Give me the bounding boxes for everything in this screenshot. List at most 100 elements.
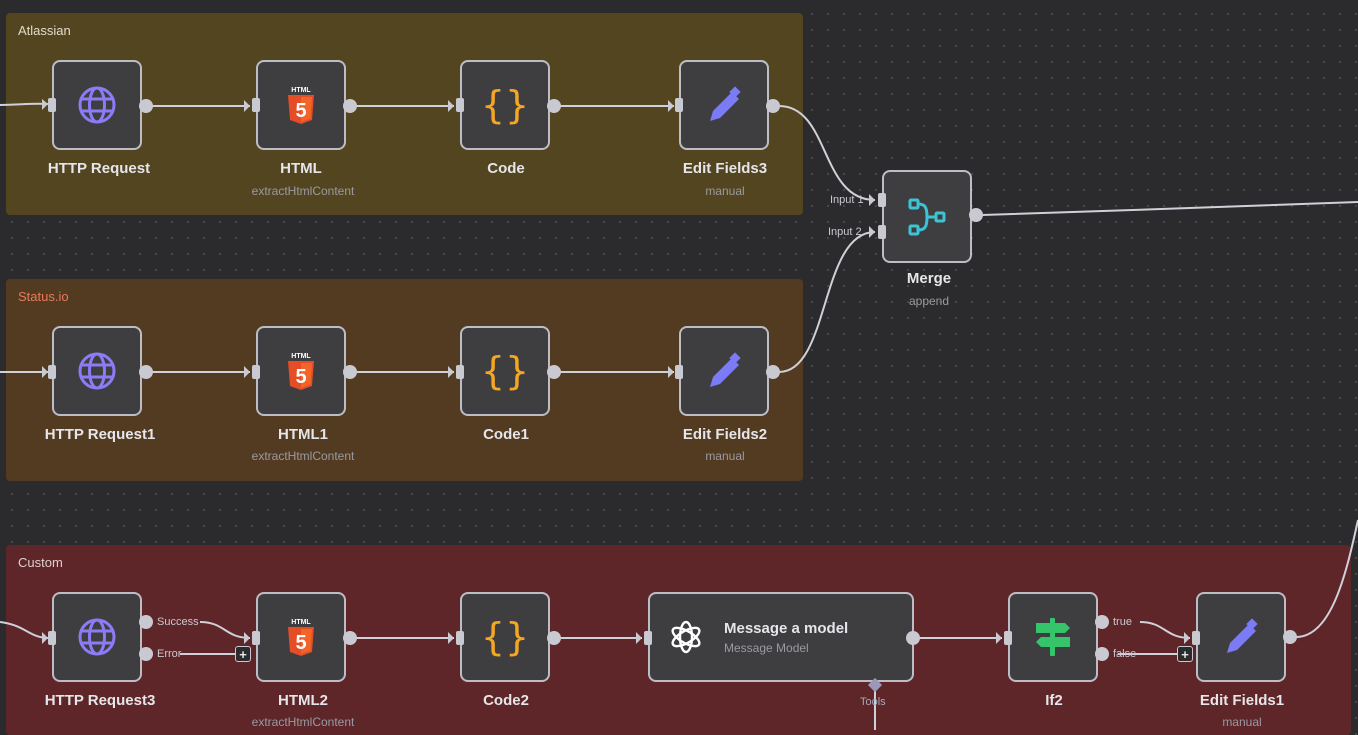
input-port[interactable] <box>1192 631 1200 645</box>
node-label: HTML1 <box>278 426 328 443</box>
input-port[interactable] <box>48 98 56 112</box>
port-label-input-2: Input 2 <box>828 226 862 238</box>
output-port[interactable] <box>343 631 357 645</box>
node-label: HTTP Request3 <box>44 692 156 709</box>
svg-text:HTML: HTML <box>291 353 311 360</box>
node-sublabel: append <box>908 294 950 308</box>
node-label: If2 <box>1045 692 1063 709</box>
node-code2[interactable]: {} <box>460 592 550 682</box>
node-sublabel: extractHtmlContent <box>251 715 355 729</box>
node-label: Edit Fields3 <box>682 160 768 177</box>
input-port[interactable] <box>456 365 464 379</box>
port-label-true: true <box>1113 616 1132 628</box>
output-port[interactable] <box>766 365 780 379</box>
html5-icon: HTML 5 <box>288 619 314 656</box>
node-http-request[interactable] <box>52 60 142 150</box>
pencil-icon <box>710 86 741 121</box>
output-port-success[interactable] <box>139 615 153 629</box>
node-label: HTML <box>280 160 322 177</box>
arrow <box>869 226 875 238</box>
code-braces-icon: {} <box>480 349 530 393</box>
output-port-false[interactable] <box>1095 647 1109 661</box>
add-node-button[interactable]: + <box>235 646 251 662</box>
port-label-false: false <box>1113 648 1137 660</box>
node-merge[interactable] <box>882 170 972 263</box>
output-port[interactable] <box>547 631 561 645</box>
node-label: Code <box>487 160 525 177</box>
output-port[interactable] <box>906 631 920 645</box>
output-port[interactable] <box>1283 630 1297 644</box>
output-port[interactable] <box>139 365 153 379</box>
output-port-error[interactable] <box>139 647 153 661</box>
input-port[interactable] <box>675 98 683 112</box>
node-html2[interactable]: HTML 5 <box>256 592 346 682</box>
output-port[interactable] <box>343 99 357 113</box>
node-label: Code1 <box>483 426 529 443</box>
input-port[interactable] <box>252 365 260 379</box>
node-sublabel: extractHtmlContent <box>251 449 355 463</box>
node-if2[interactable] <box>1008 592 1098 682</box>
globe-icon <box>78 352 116 390</box>
node-subtitle: Message Model <box>724 640 809 655</box>
add-node-button[interactable]: + <box>1177 646 1193 662</box>
input-port-2[interactable] <box>878 225 886 239</box>
output-port[interactable] <box>766 99 780 113</box>
node-message-model[interactable]: Message a model Message Model <box>648 592 914 682</box>
svg-text:HTML: HTML <box>291 619 311 626</box>
connection <box>981 201 1358 216</box>
code-braces-icon: {} <box>480 83 530 127</box>
signpost-icon <box>1036 618 1070 656</box>
node-code[interactable]: {} <box>460 60 550 150</box>
node-edit-fields2[interactable] <box>679 326 769 416</box>
merge-icon <box>908 198 946 235</box>
group-title: Atlassian <box>18 23 71 38</box>
node-label: HTML2 <box>278 692 328 709</box>
node-http-request1[interactable] <box>52 326 142 416</box>
input-port[interactable] <box>1004 631 1012 645</box>
group-title: Status.io <box>18 289 69 304</box>
node-label: HTTP Request <box>47 160 151 177</box>
globe-icon <box>78 618 116 656</box>
node-edit-fields1[interactable] <box>1196 592 1286 682</box>
input-port[interactable] <box>252 631 260 645</box>
output-port[interactable] <box>547 365 561 379</box>
input-port[interactable] <box>456 98 464 112</box>
output-port[interactable] <box>969 208 983 222</box>
node-edit-fields3[interactable] <box>679 60 769 150</box>
group-title: Custom <box>18 555 63 570</box>
pencil-icon <box>1227 618 1258 653</box>
output-port[interactable] <box>547 99 561 113</box>
node-sublabel: manual <box>1222 715 1262 729</box>
input-port[interactable] <box>252 98 260 112</box>
arrow <box>869 194 875 206</box>
node-sublabel: manual <box>705 184 745 198</box>
node-http-request3[interactable] <box>52 592 142 682</box>
node-label: Edit Fields1 <box>1199 692 1285 709</box>
node-label: Merge <box>906 270 952 287</box>
input-port[interactable] <box>48 631 56 645</box>
output-port[interactable] <box>139 99 153 113</box>
output-port[interactable] <box>343 365 357 379</box>
input-port[interactable] <box>456 631 464 645</box>
globe-icon <box>78 86 116 124</box>
node-code1[interactable]: {} <box>460 326 550 416</box>
node-sublabel: extractHtmlContent <box>251 184 355 198</box>
input-port[interactable] <box>675 365 683 379</box>
openai-icon <box>671 620 701 654</box>
input-port-1[interactable] <box>878 193 886 207</box>
node-sublabel: manual <box>705 449 745 463</box>
svg-text:5: 5 <box>295 632 306 654</box>
node-title: Message a model <box>724 619 849 637</box>
input-port[interactable] <box>644 631 652 645</box>
pencil-icon <box>710 352 741 387</box>
port-label-success: Success <box>157 616 199 628</box>
port-label-error: Error <box>157 648 182 660</box>
input-port[interactable] <box>48 365 56 379</box>
svg-text:5: 5 <box>295 100 306 122</box>
output-port-true[interactable] <box>1095 615 1109 629</box>
node-label: Code2 <box>483 692 529 709</box>
